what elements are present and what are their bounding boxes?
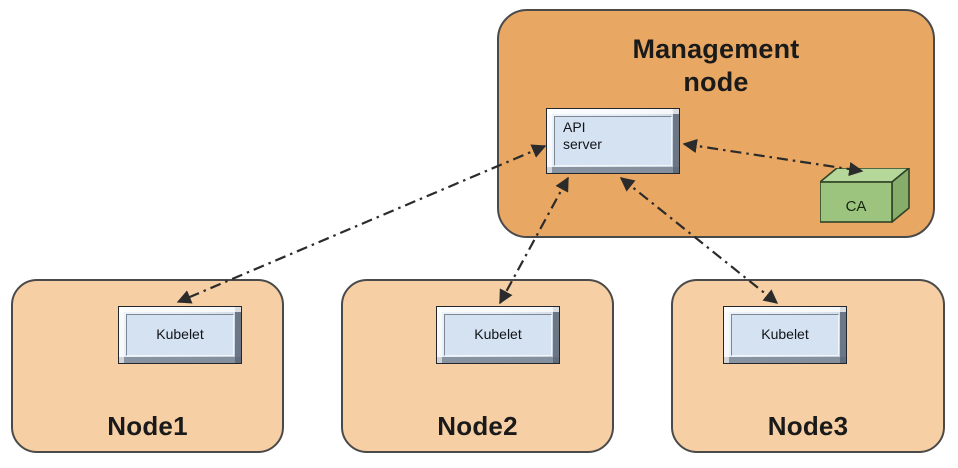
kubelet-3-label: Kubelet (761, 326, 809, 342)
api-server-box[interactable]: API server (546, 108, 680, 174)
api-server-inner-face (554, 116, 672, 166)
kubelet-1-box[interactable]: Kubelet (118, 306, 242, 364)
kubelet-1-inner-face (126, 314, 234, 356)
kubelet-1-label: Kubelet (156, 326, 204, 342)
kubelet-3-inner-face (731, 314, 839, 356)
kubelet-3-box[interactable]: Kubelet (723, 306, 847, 364)
kubelet-2-inner-face (444, 314, 552, 356)
ca-block[interactable]: CA (819, 167, 910, 224)
kubelet-2-box[interactable]: Kubelet (436, 306, 560, 364)
ca-box-icon (819, 167, 910, 223)
kubelet-2-label: Kubelet (474, 326, 522, 342)
node-1-title: Node1 (107, 411, 188, 441)
management-node-title: Management node (632, 34, 800, 97)
api-server-label: API server (563, 119, 602, 152)
node-2-title: Node2 (437, 411, 518, 441)
node-3-title: Node3 (767, 411, 849, 441)
